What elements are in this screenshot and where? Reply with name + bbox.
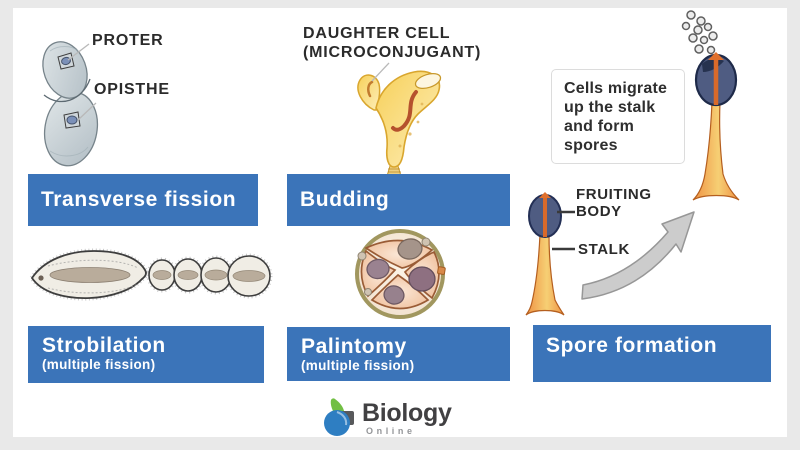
palintomy-banner: Palintomy (multiple fission) [287,327,510,381]
budding-illustration [357,70,442,177]
logo-brand-text: Biology [362,399,452,427]
spore-note-text: Cells migrate up the stalk and form spor… [564,80,668,154]
tall-fruiting-body-illustration [681,10,740,201]
logo-sub-text: Online [366,426,416,436]
transverse-fission-illustration [42,41,99,167]
biology-online-logo-icon [324,398,354,436]
opisthe-label: OPISTHE [94,81,170,98]
daughter-cell-label: DAUGHTER CELL (MICROCONJUGANT) [303,25,482,61]
small-fruiting-body-illustration [525,192,565,316]
fruiting-body-label: FRUITING BODY [576,186,652,220]
strobilation-banner: Strobilation (multiple fission) [28,326,264,383]
spore-formation-banner: Spore formation [533,325,771,382]
palintomy-illustration [355,229,446,319]
biology-online-logo: Biology Online [321,398,481,438]
palintomy-subtitle: (multiple fission) [301,358,415,373]
stalk-label: STALK [578,241,630,258]
upward-curved-arrow-icon [581,211,695,300]
budding-banner: Budding [287,174,510,226]
palintomy-title: Palintomy [301,335,407,358]
proter-label: PROTER [92,32,164,49]
spore-formation-title: Spore formation [546,334,718,357]
budding-title: Budding [300,188,390,211]
strobilation-title: Strobilation [42,334,166,357]
strobilation-illustration [28,248,273,301]
transverse-fission-banner: Transverse fission [28,174,258,226]
strobilation-subtitle: (multiple fission) [42,357,156,372]
spore-note-box: Cells migrate up the stalk and form spor… [551,69,685,164]
transverse-fission-title: Transverse fission [41,188,237,211]
